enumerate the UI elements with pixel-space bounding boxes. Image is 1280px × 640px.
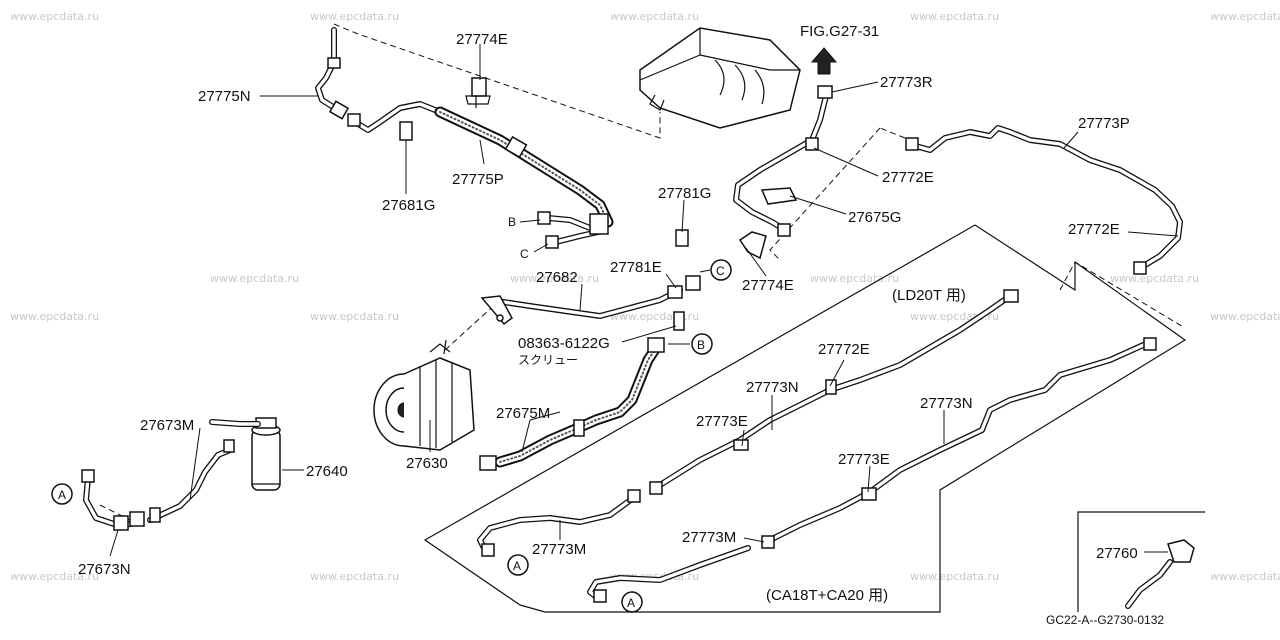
- screw-part-number: 08363-6122G: [518, 335, 610, 352]
- part-label: 27774E: [742, 277, 794, 294]
- part-label: 27773E: [696, 413, 748, 430]
- watermark: www.epcdata.ru: [810, 272, 899, 285]
- ref-letter-c: C: [520, 247, 529, 261]
- evaporator-unit: [639, 27, 801, 129]
- watermark: www.epcdata.ru: [10, 570, 99, 583]
- part-label: 27774E: [456, 31, 508, 48]
- figure-code: GC22-A--G2730-0132: [1046, 613, 1164, 627]
- part-label: 27775N: [198, 88, 251, 105]
- part-label: 27773E: [838, 451, 890, 468]
- compressor: [373, 339, 475, 451]
- up-arrow-icon: [810, 47, 838, 75]
- watermark: www.epcdata.ru: [310, 310, 399, 323]
- watermark: www.epcdata.ru: [210, 272, 299, 285]
- pipes-ld20t: [477, 289, 1019, 557]
- part-label: 27675G: [848, 209, 901, 226]
- part-label: 27773M: [532, 541, 586, 558]
- ref-letter-a: A: [513, 559, 521, 573]
- part-label: 27773N: [920, 395, 973, 412]
- part-label: 27773R: [880, 74, 933, 91]
- fig-reference: FIG.G27-31: [800, 23, 879, 40]
- pipes-27673: [81, 419, 261, 531]
- watermark: www.epcdata.ru: [10, 10, 99, 23]
- variant-label-ca18t-ca20: (CA18T+CA20 用): [766, 587, 888, 604]
- watermark: www.epcdata.ru: [910, 10, 999, 23]
- part-label: 27773P: [1078, 115, 1130, 132]
- ref-circle-a: [51, 483, 73, 505]
- part-labels: 27774E 27775N 27775P 27681G FIG.G27-31 2…: [78, 23, 1164, 627]
- leader-lines: [109, 44, 1179, 557]
- part-label: 27772E: [882, 169, 934, 186]
- variant-box-ld20t: [423, 224, 1076, 606]
- part-label: 27773M: [682, 529, 736, 546]
- watermark: www.epcdata.ru: [510, 272, 599, 285]
- ref-circle-a: [621, 591, 643, 613]
- part-label: 27630: [406, 455, 448, 472]
- watermark: www.epcdata.ru: [1210, 10, 1280, 23]
- ref-letter-a: A: [627, 596, 635, 610]
- part-label: 27673N: [78, 561, 131, 578]
- part-label: 27640: [306, 463, 348, 480]
- branch-fittings: [537, 211, 609, 249]
- part-label: 27772E: [818, 341, 870, 358]
- pipe-27773p: [905, 125, 1183, 275]
- part-label: 27673M: [140, 417, 194, 434]
- part-label: 27775P: [452, 171, 504, 188]
- part-label: 27681G: [382, 197, 435, 214]
- part-label: 27773N: [746, 379, 799, 396]
- ref-circles: A C B A A B C: [51, 215, 732, 613]
- pipes-ca18t-ca20: [587, 337, 1157, 603]
- receiver-drier: [251, 417, 281, 491]
- part-label: 27781G: [658, 185, 711, 202]
- hose-27675m: [479, 337, 665, 471]
- watermark: www.epcdata.ru: [1210, 310, 1280, 323]
- screw-name: スクリュー: [518, 353, 578, 367]
- suction-hose-assembly: [315, 27, 614, 228]
- ref-letter-b: B: [697, 338, 705, 352]
- part-label: 27682: [536, 269, 578, 286]
- ref-letter-c: C: [716, 264, 725, 278]
- part-label: 27760: [1096, 545, 1138, 562]
- watermark: www.epcdata.ru: [310, 10, 399, 23]
- part-label: 27772E: [1068, 221, 1120, 238]
- ref-circle-b: [691, 333, 713, 355]
- watermark: www.epcdata.ru: [610, 10, 699, 23]
- discharge-pipe-27682: [480, 229, 701, 331]
- sensor-27760: [1125, 539, 1195, 609]
- part-label: 27781E: [610, 259, 662, 276]
- watermark: www.epcdata.ru: [910, 570, 999, 583]
- part-label: 27675M: [496, 405, 550, 422]
- watermark: www.epcdata.ru: [310, 570, 399, 583]
- variant-box-ca18t: [519, 261, 1187, 613]
- variant-box-27760: [1077, 511, 1205, 612]
- ref-circle-c: [710, 259, 732, 281]
- ref-circle-a: [507, 554, 529, 576]
- watermark: www.epcdata.ru: [1210, 570, 1280, 583]
- variant-label-ld20t: (LD20T 用): [892, 287, 966, 304]
- watermark: www.epcdata.ru: [1110, 272, 1199, 285]
- ref-letter-b: B: [508, 215, 516, 229]
- watermark: www.epcdata.ru: [10, 310, 99, 323]
- pipe-27773r: [733, 85, 833, 260]
- ref-letter-a: A: [58, 488, 66, 502]
